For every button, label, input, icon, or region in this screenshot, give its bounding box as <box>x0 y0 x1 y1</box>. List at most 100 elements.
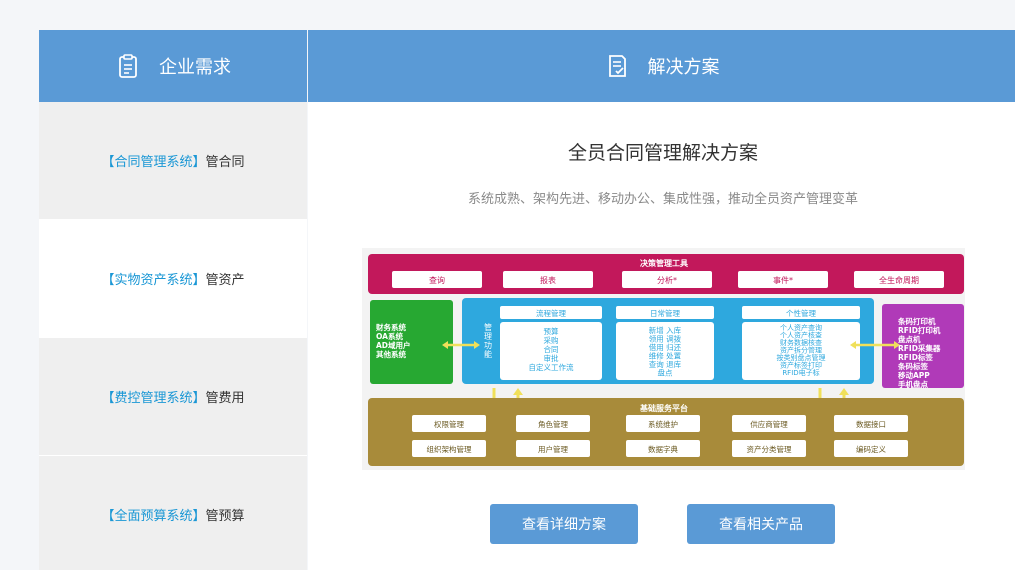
platform-service-box <box>834 415 908 432</box>
process-function-label: 审批 <box>544 353 559 363</box>
view-detail-solution-button[interactable]: 查看详细方案 <box>490 504 638 544</box>
header-enterprise-needs: 企业需求 <box>39 30 307 102</box>
decision-tool-label: 事件* <box>773 275 793 285</box>
needs-item-system: 【实物资产系统】 <box>101 273 206 288</box>
header-left-title: 企业需求 <box>159 57 231 78</box>
platform-service-box <box>834 440 908 457</box>
function-column-title-box <box>616 306 714 319</box>
daily-function-label: 盘点 <box>658 368 673 378</box>
function-column-title-box <box>500 306 602 319</box>
hardware-label: 移动APP <box>898 370 930 380</box>
needs-item-label: 管资产 <box>205 273 245 288</box>
header-right-title: 解决方案 <box>647 57 720 78</box>
platform-service-label: 用户管理 <box>538 444 568 454</box>
external-system-label: OA系统 <box>376 331 403 341</box>
decision-tool-label: 全生命周期 <box>879 275 919 285</box>
daily-function-label: 借用 归还 <box>649 342 682 352</box>
arrow-head <box>839 388 849 395</box>
custom-function-label: 资产标签打印 <box>780 361 822 370</box>
needs-item-label: 管合同 <box>205 155 245 170</box>
function-column-title: 日常管理 <box>650 308 680 318</box>
decision-tool-label: 报表 <box>540 275 556 285</box>
function-column-title-box <box>742 306 860 319</box>
decision-tool-box <box>738 271 828 288</box>
process-function-label: 自定义工作流 <box>529 362 574 372</box>
platform-service-label: 权限管理 <box>434 419 464 429</box>
needs-item-label: 管预算 <box>205 509 245 524</box>
function-column-title: 个性管理 <box>786 308 816 318</box>
external-system-label: AD域用户 <box>376 340 411 350</box>
platform-service-label: 编码定义 <box>856 444 886 454</box>
platform-service-label: 供应商管理 <box>750 419 788 429</box>
management-label-char: 管 <box>484 322 492 332</box>
document-check-icon <box>604 53 630 79</box>
hardware-label: 条码打印机 <box>897 316 936 326</box>
solution-subtitle: 系统成熟、架构先进、移动办公、集成性强，推动全员资产管理变革 <box>467 192 858 207</box>
view-related-products-button[interactable]: 查看相关产品 <box>687 504 835 544</box>
daily-function-label: 维修 处置 <box>649 351 682 361</box>
function-column-box <box>616 322 714 380</box>
platform-service-box <box>732 440 806 457</box>
process-function-label: 合同 <box>544 344 559 354</box>
platform-service-label: 资产分类管理 <box>747 444 792 454</box>
platform-service-label: 组织架构管理 <box>427 444 472 454</box>
needs-item-asset[interactable]: 【实物资产系统】管资产 <box>39 220 307 338</box>
arrow-head <box>894 341 900 349</box>
hardware-label: 盘点机 <box>898 334 921 344</box>
needs-item-system: 【费控管理系统】 <box>101 391 206 406</box>
platform-service-label: 系统维护 <box>648 419 678 429</box>
arrow-head <box>850 341 856 349</box>
needs-item-label: 管费用 <box>205 391 245 406</box>
platform-service-box <box>412 415 486 432</box>
custom-function-label: 按类别盘点管理 <box>777 353 826 362</box>
decision-tool-box <box>622 271 712 288</box>
platform-service-box <box>516 415 590 432</box>
daily-function-label: 查询 退库 <box>649 359 682 369</box>
platform-service-label: 角色管理 <box>538 419 568 429</box>
process-function-label: 采购 <box>544 335 559 345</box>
hardware-label: 条码标签 <box>897 361 928 371</box>
function-column-title: 流程管理 <box>536 308 566 318</box>
external-systems-box <box>370 300 453 384</box>
custom-function-label: 个人资产核查 <box>780 331 822 340</box>
hardware-label: RFID采集器 <box>898 343 941 353</box>
hardware-box <box>882 304 964 388</box>
external-system-label: 财务系统 <box>375 322 406 332</box>
decision-tool-label: 查询 <box>429 275 445 285</box>
platform-service-box <box>626 415 700 432</box>
hardware-label: RFID标签 <box>898 352 933 362</box>
management-label-char: 能 <box>484 349 492 359</box>
header-solution: 解决方案 <box>308 30 1015 102</box>
platform-service-box <box>516 440 590 457</box>
custom-function-label: 个人资产查询 <box>780 323 822 332</box>
needs-list: 【合同管理系统】管合同 【实物资产系统】管资产 【费控管理系统】管费用 【全面预… <box>39 102 307 570</box>
decision-tool-box <box>392 271 482 288</box>
architecture-diagram-svg: 决策管理工具查询报表分析*事件*全生命周期财务系统OA系统AD域用户其他系统管理… <box>368 254 964 466</box>
function-column-box <box>500 322 602 380</box>
platform-service-box <box>626 440 700 457</box>
arrow-head <box>474 341 480 349</box>
custom-function-label: 财务数据核查 <box>780 338 822 347</box>
platform-service-box <box>732 415 806 432</box>
process-function-label: 预算 <box>544 326 559 336</box>
daily-function-label: 领用 调拨 <box>649 334 682 344</box>
platform-service-box <box>412 440 486 457</box>
platform-service-label: 数据字典 <box>648 444 678 454</box>
needs-item-expense[interactable]: 【费控管理系统】管费用 <box>39 338 307 456</box>
solution-panel: 全员合同管理解决方案 系统成熟、架构先进、移动办公、集成性强，推动全员资产管理变… <box>308 102 1015 570</box>
clipboard-icon <box>115 53 141 79</box>
hardware-label: 手机盘点 <box>898 379 928 389</box>
needs-item-system: 【全面预算系统】 <box>101 509 206 524</box>
decision-tool-label: 分析* <box>657 275 677 285</box>
needs-item-contract[interactable]: 【合同管理系统】管合同 <box>39 102 307 220</box>
custom-function-label: RFID电子标 <box>782 368 819 377</box>
management-label-char: 功 <box>484 340 492 350</box>
arrow-head <box>513 388 523 395</box>
daily-function-label: 新增 入库 <box>649 325 682 335</box>
hardware-label: RFID打印机 <box>898 325 941 335</box>
platform-service-label: 数据接口 <box>856 419 886 429</box>
needs-item-budget[interactable]: 【全面预算系统】管预算 <box>39 456 307 570</box>
function-column-box <box>742 322 860 380</box>
